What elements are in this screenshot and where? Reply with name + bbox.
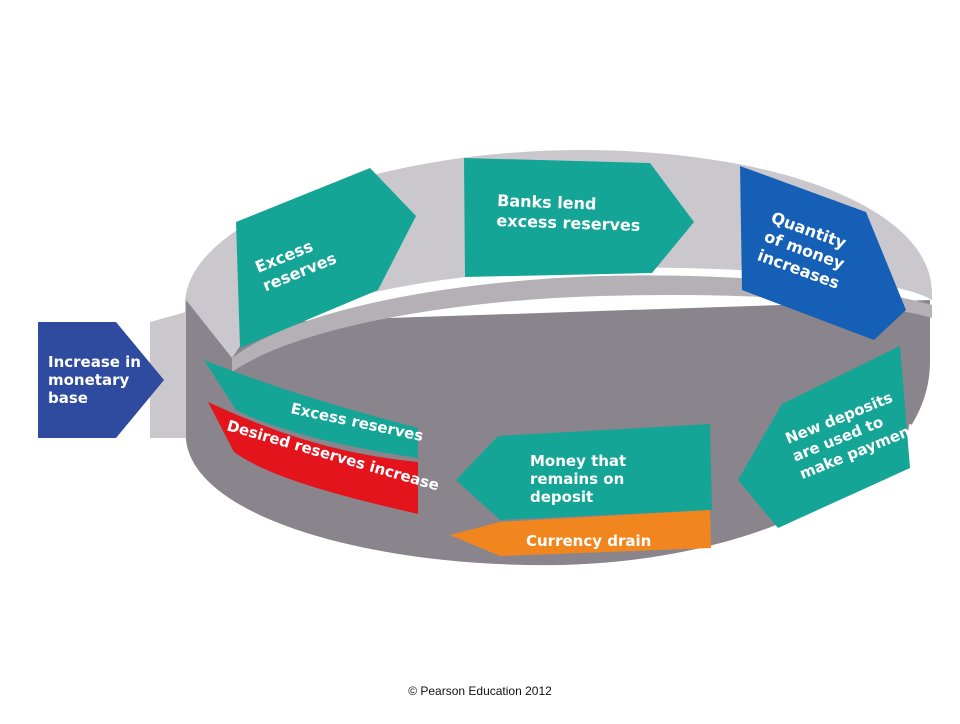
label-money-remains-on-deposit: Money that remains on deposit: [530, 452, 631, 506]
arrow-currency-drain: [450, 510, 711, 556]
ring-entry-band: [150, 312, 186, 438]
arrow-excess-reserves-front: [204, 360, 418, 458]
arrow-excess-reserves-top: [236, 168, 416, 348]
arrow-desired-reserves: [208, 402, 418, 514]
copyright-text: © Pearson Education 2012: [408, 684, 552, 698]
arrow-money-remains-on-deposit: [456, 424, 712, 520]
ring-inner-rim: [232, 275, 932, 372]
arrow-new-deposits: [738, 346, 910, 528]
arrow-quantity-of-money: [740, 166, 906, 340]
arrow-banks-lend: [464, 158, 694, 277]
label-currency-drain: Currency drain: [526, 532, 651, 550]
label-increase-monetary-base: Increase in monetary base: [48, 353, 146, 407]
arrow-increase-monetary-base: [38, 322, 164, 438]
